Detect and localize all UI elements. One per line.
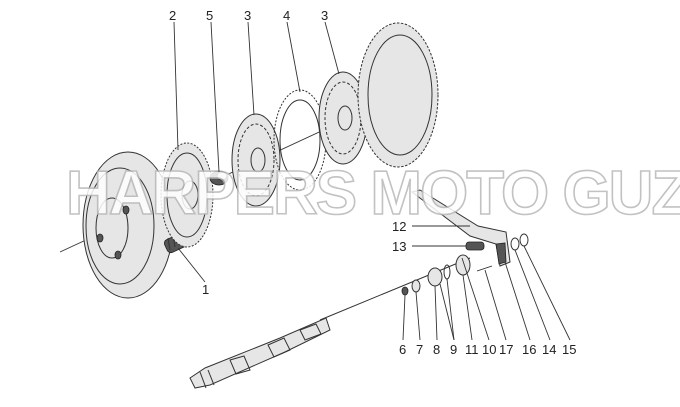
spring-part-13 [465, 241, 485, 251]
callout-7: 7 [416, 342, 423, 357]
callout-8: 8 [433, 342, 440, 357]
callout-1: 1 [202, 282, 209, 297]
flywheel [82, 151, 174, 299]
callout-16: 16 [522, 342, 536, 357]
callout-6: 6 [399, 342, 406, 357]
washer-part-14 [510, 237, 520, 251]
watermark-text: HARPERS MOTO GUZZI© [66, 159, 680, 228]
callout-labels: 2 5 3 4 3 12 13 1 6 7 8 9 11 10 17 16 14… [169, 8, 576, 357]
callout-5: 5 [206, 8, 213, 23]
callout-14: 14 [542, 342, 556, 357]
callout-12: 12 [392, 219, 406, 234]
callout-15: 15 [562, 342, 576, 357]
callout-13: 13 [392, 239, 406, 254]
leader-lines [173, 21, 571, 341]
plate-part-2 [160, 142, 214, 248]
lever-part-12 [410, 189, 511, 267]
ring-gear [357, 22, 439, 168]
input-shaft [189, 317, 331, 389]
friction-disc-part-3-left [231, 113, 281, 207]
callout-3-right: 3 [321, 8, 328, 23]
callout-9: 9 [450, 342, 457, 357]
pin-part-17 [476, 265, 493, 272]
washer-part-15 [519, 233, 529, 247]
callout-11: 11 [465, 342, 479, 357]
pushrod-assembly [319, 254, 471, 321]
callout-17: 17 [499, 342, 513, 357]
callout-3-left: 3 [244, 8, 251, 23]
callout-4: 4 [283, 8, 290, 23]
callout-2: 2 [169, 8, 176, 23]
callout-10: 10 [482, 342, 496, 357]
